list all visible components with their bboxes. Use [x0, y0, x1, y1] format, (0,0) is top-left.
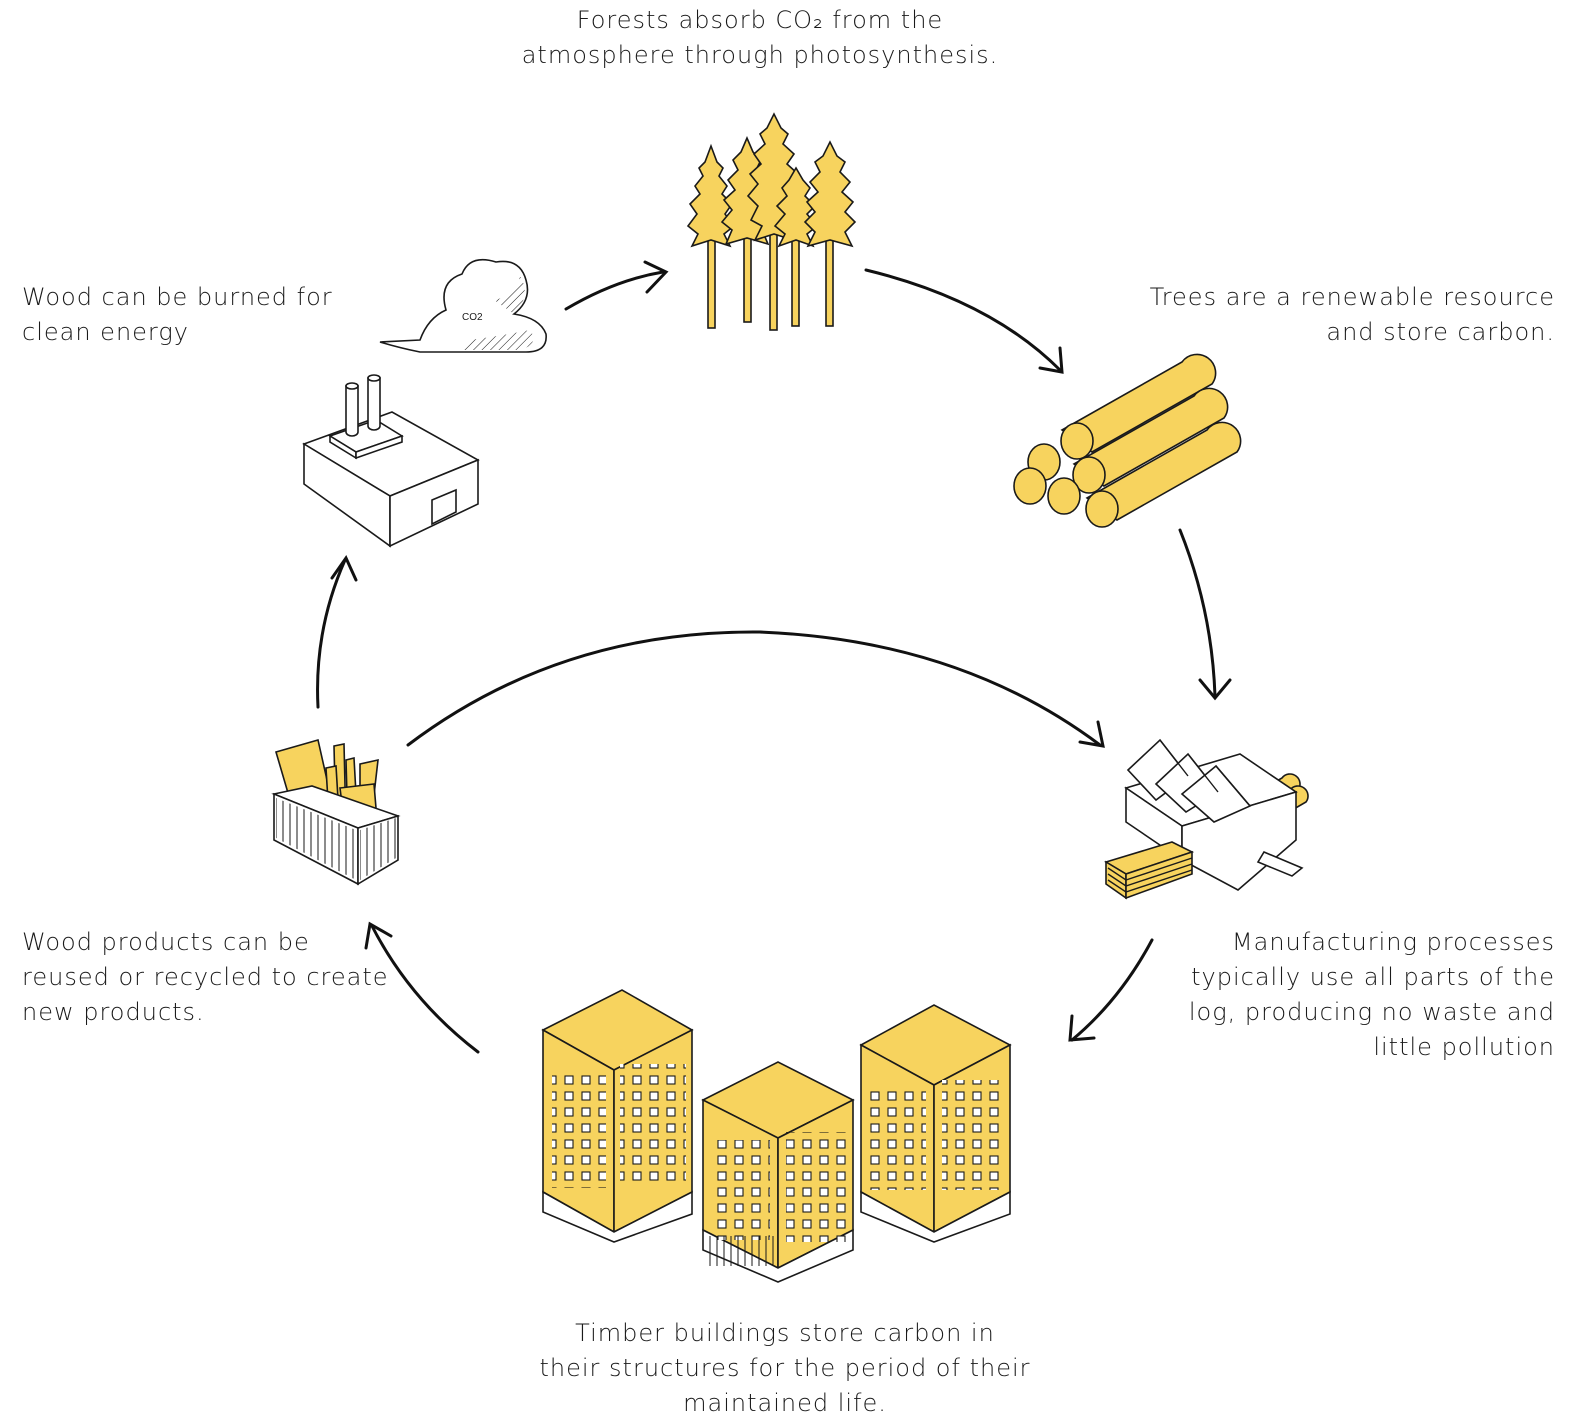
label-manufacturing-line-3: log, producing no waste and	[1188, 998, 1555, 1026]
label-timber: Timber buildings store carbon in their s…	[520, 1316, 1050, 1421]
forest-icon	[686, 112, 857, 331]
label-manufacturing-line-2: typically use all parts of the	[1191, 963, 1555, 991]
sawmill-icon	[1104, 738, 1309, 900]
label-trees: Trees are a renewable resource and store…	[1115, 280, 1555, 350]
arrow-buildings-to-crate	[364, 921, 480, 1054]
label-timber-line-1: Timber buildings store carbon in	[575, 1319, 995, 1347]
label-reuse-line-3: new products.	[22, 998, 205, 1026]
label-manufacturing-line-1: Manufacturing processes	[1231, 928, 1555, 956]
label-timber-line-2: their structures for the period of their	[539, 1354, 1031, 1382]
label-forest: Forests absorb CO₂ from the atmosphere t…	[480, 3, 1040, 73]
co2-cloud-text: CO2	[462, 312, 483, 323]
label-burn-line-1: Wood can be burned for	[22, 283, 333, 311]
arrow-forest-to-logs	[864, 268, 1064, 374]
label-burn-line-2: clean energy	[22, 318, 189, 346]
label-trees-line-1: Trees are a renewable resource	[1149, 283, 1555, 311]
label-trees-line-2: and store carbon.	[1326, 318, 1555, 346]
co2-cloud-icon: CO2	[379, 258, 547, 353]
label-forest-line-1: Forests absorb CO₂ from the	[576, 6, 944, 34]
label-reuse: Wood products can be reused or recycled …	[22, 925, 402, 1030]
label-forest-line-2: atmosphere through photosynthesis.	[521, 41, 999, 69]
arrow-crate-to-sawmill	[406, 630, 1105, 748]
factory-icon	[302, 374, 480, 548]
arrow-sawmill-to-buildings	[1068, 938, 1154, 1042]
timber-buildings-icon	[541, 989, 1012, 1283]
label-burn: Wood can be burned for clean energy	[22, 280, 402, 350]
label-timber-line-3: maintained life.	[683, 1389, 887, 1417]
log-pile-icon	[1013, 353, 1242, 528]
label-manufacturing: Manufacturing processes typically use al…	[1155, 925, 1555, 1065]
wood-scraps-crate-icon	[271, 738, 401, 886]
label-reuse-line-2: reused or recycled to create	[22, 963, 389, 991]
arrow-crate-to-factory	[316, 554, 358, 709]
arrow-cloud-to-forest	[564, 260, 669, 311]
label-reuse-line-1: Wood products can be	[22, 928, 310, 956]
label-manufacturing-line-4: little pollution	[1373, 1033, 1555, 1061]
arrow-logs-to-sawmill	[1178, 528, 1232, 701]
